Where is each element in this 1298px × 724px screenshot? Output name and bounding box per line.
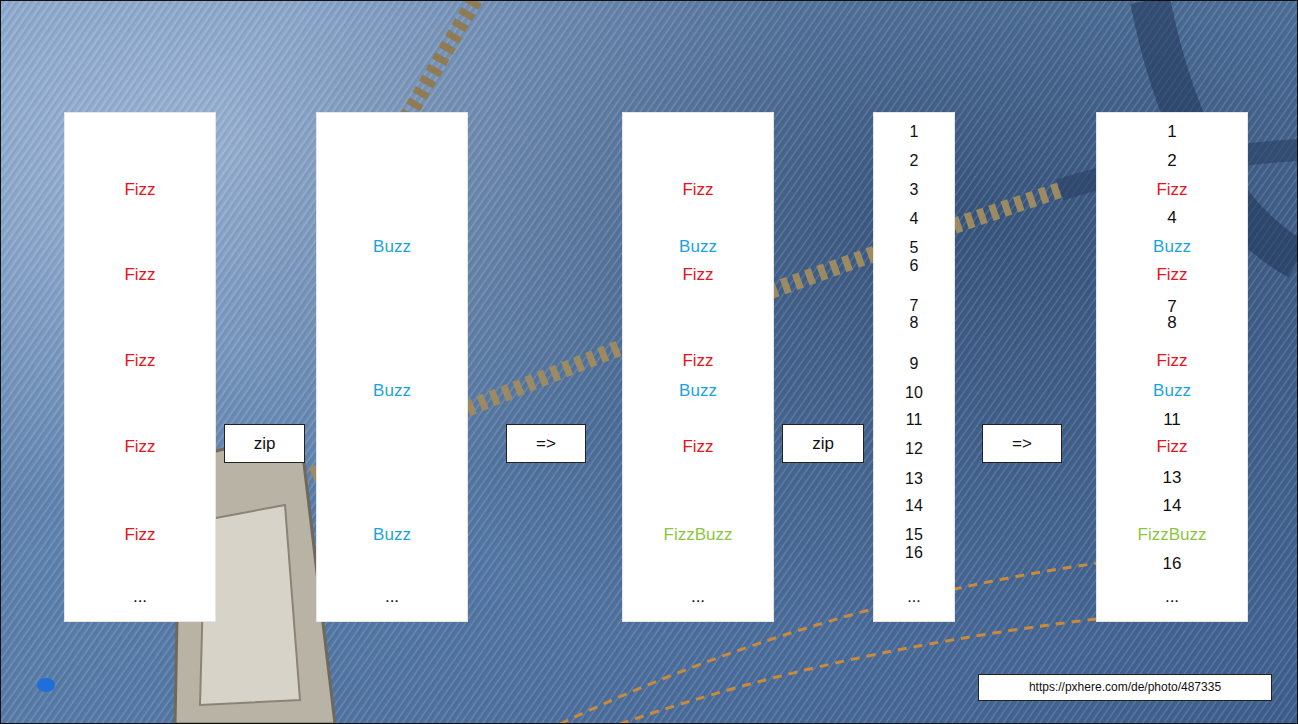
sequence-item: 12 bbox=[874, 440, 954, 458]
sequence-item: 16 bbox=[1097, 555, 1247, 574]
operator-box: zip bbox=[224, 424, 305, 463]
sequence-item: 7 bbox=[874, 297, 954, 315]
sequence-item: Buzz bbox=[317, 238, 467, 257]
bullet-dot bbox=[37, 678, 55, 692]
sequence-item: ... bbox=[623, 588, 773, 607]
sequence-item: 2 bbox=[1097, 152, 1247, 171]
result-column: 12Fizz4BuzzFizz78FizzBuzz11Fizz1314FizzB… bbox=[1096, 112, 1248, 622]
sequence-item: ... bbox=[317, 588, 467, 607]
sequence-item: 2 bbox=[874, 152, 954, 170]
sequence-item: Fizz bbox=[1097, 181, 1247, 200]
sequence-item: ... bbox=[874, 588, 954, 606]
sequence-item: 9 bbox=[874, 355, 954, 373]
sequence-item: Fizz bbox=[623, 266, 773, 285]
sequence-item: 13 bbox=[1097, 469, 1247, 488]
sequence-column: FizzBuzzFizzFizzBuzzFizzFizzBuzz... bbox=[622, 112, 774, 622]
sequence-item: 6 bbox=[874, 257, 954, 275]
sequence-item: 8 bbox=[1097, 314, 1247, 333]
sequence-item: ... bbox=[65, 588, 215, 607]
sequence-item: ... bbox=[1097, 588, 1247, 607]
sequence-item: Fizz bbox=[65, 352, 215, 371]
sequence-item: 1 bbox=[1097, 123, 1247, 142]
sequence-item: 13 bbox=[874, 470, 954, 488]
sequence-item: Fizz bbox=[65, 181, 215, 200]
sequence-item: 5 bbox=[874, 239, 954, 257]
sequence-item: 11 bbox=[1097, 411, 1247, 430]
sequence-item: Buzz bbox=[623, 382, 773, 401]
sequence-item: Fizz bbox=[1097, 266, 1247, 285]
sequence-item: Buzz bbox=[317, 526, 467, 545]
credit-text: https://pxhere.com/de/photo/487335 bbox=[979, 681, 1271, 694]
seam-stitch bbox=[620, 610, 1180, 724]
sequence-item: 16 bbox=[874, 544, 954, 562]
operator-label: => bbox=[507, 435, 585, 454]
operator-box: => bbox=[506, 424, 586, 463]
sequence-column: FizzFizzFizzFizzFizz... bbox=[64, 112, 216, 622]
number-column: 12345678910111213141516... bbox=[873, 112, 955, 622]
sequence-item: FizzBuzz bbox=[1097, 526, 1247, 545]
zipper-teeth bbox=[400, 0, 475, 130]
sequence-item: FizzBuzz bbox=[623, 526, 773, 545]
credit-box: https://pxhere.com/de/photo/487335 bbox=[978, 674, 1272, 701]
sequence-item: 8 bbox=[874, 314, 954, 332]
sequence-item: Fizz bbox=[623, 438, 773, 457]
sequence-item: Fizz bbox=[65, 526, 215, 545]
sequence-item: Buzz bbox=[1097, 238, 1247, 257]
sequence-item: 1 bbox=[874, 123, 954, 141]
sequence-item: Fizz bbox=[1097, 352, 1247, 371]
sequence-item: 14 bbox=[1097, 497, 1247, 516]
sequence-item: Fizz bbox=[65, 438, 215, 457]
sequence-item: Buzz bbox=[1097, 382, 1247, 401]
sequence-item: Buzz bbox=[623, 238, 773, 257]
sequence-item: 4 bbox=[1097, 209, 1247, 228]
sequence-item: 15 bbox=[874, 526, 954, 544]
sequence-item: 3 bbox=[874, 181, 954, 199]
sequence-item: Fizz bbox=[623, 181, 773, 200]
operator-label: zip bbox=[783, 435, 863, 454]
sequence-item: 10 bbox=[874, 384, 954, 402]
operator-box: => bbox=[982, 424, 1062, 463]
sequence-item: Buzz bbox=[317, 382, 467, 401]
sequence-item: 11 bbox=[874, 411, 954, 429]
sequence-item: Fizz bbox=[1097, 438, 1247, 457]
sequence-column: BuzzBuzzBuzz... bbox=[316, 112, 468, 622]
sequence-item: Fizz bbox=[65, 266, 215, 285]
operator-label: zip bbox=[225, 435, 304, 454]
operator-label: => bbox=[983, 435, 1061, 454]
sequence-item: Fizz bbox=[623, 352, 773, 371]
sequence-item: 4 bbox=[874, 210, 954, 228]
operator-box: zip bbox=[782, 424, 864, 463]
sequence-item: 14 bbox=[874, 497, 954, 515]
